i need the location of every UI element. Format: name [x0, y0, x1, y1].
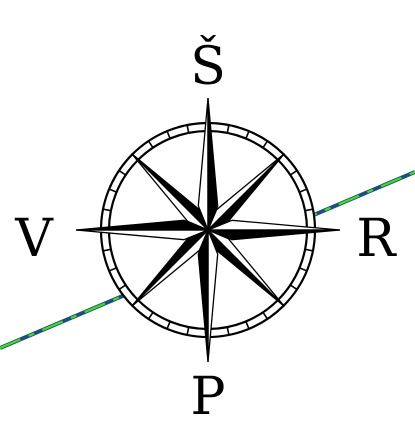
- south-label: P: [191, 367, 226, 426]
- west-label: V: [14, 209, 54, 269]
- north-label: Š: [190, 35, 226, 97]
- east-label: R: [356, 209, 397, 269]
- compass-rose: [76, 98, 340, 362]
